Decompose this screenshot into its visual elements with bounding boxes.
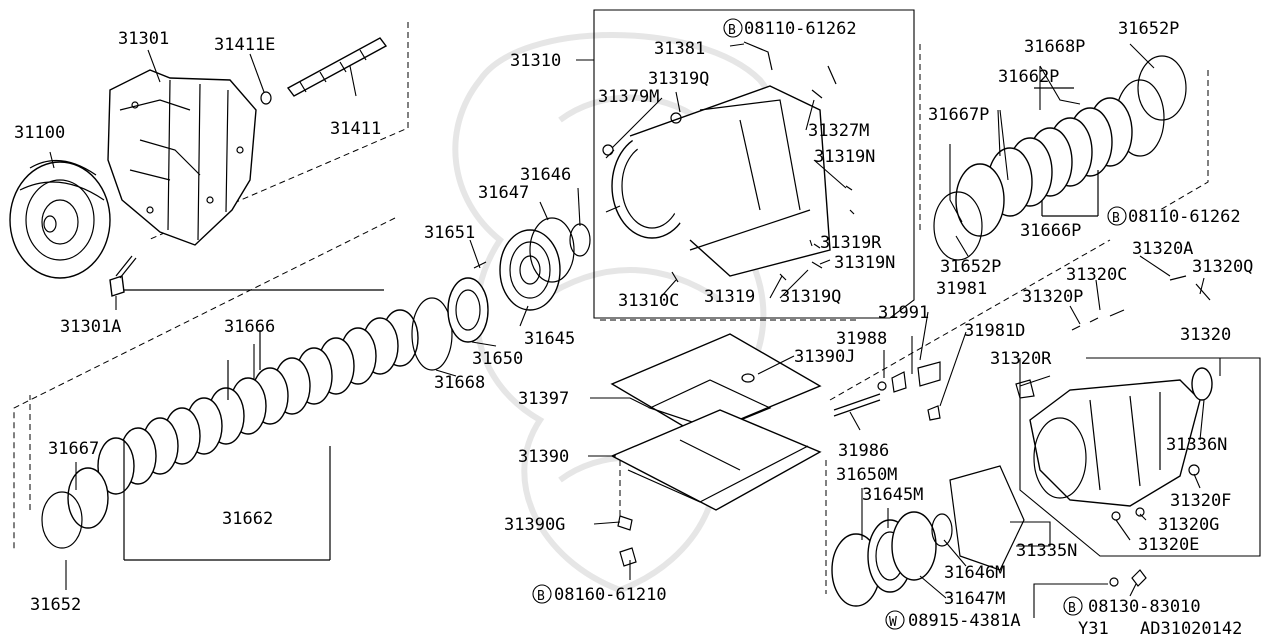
input-shaft [260, 37, 388, 105]
label-31411E: 31411E [214, 35, 275, 55]
bolt-badge-icon: B [728, 23, 736, 38]
label-31645: 31645 [524, 329, 575, 349]
label-31379M: 31379M [598, 87, 659, 107]
label-31320Q: 31320Q [1192, 257, 1253, 277]
label-31666: 31666 [224, 317, 275, 337]
label-31652: 31652 [30, 595, 81, 615]
bolt-badge-icon: B [1068, 601, 1076, 616]
label-08915-4381A: 08915-4381A [908, 611, 1021, 631]
housing-bolt [109, 255, 137, 297]
rear-servo-group [831, 465, 1147, 607]
label-31647M: 31647M [944, 589, 1005, 609]
oil-pan [610, 333, 822, 567]
label-31645M: 31645M [862, 485, 923, 505]
label-31667: 31667 [48, 439, 99, 459]
label-31986: 31986 [838, 441, 889, 461]
label-31397: 31397 [518, 389, 569, 409]
label-31662: 31662 [222, 509, 273, 529]
label-model: Y31 [1078, 619, 1109, 638]
converter-housing [107, 69, 257, 246]
badges: B B B W B [532, 18, 1127, 630]
label-31301A: 31301A [60, 317, 121, 337]
extension-housing [1015, 275, 1213, 521]
label-31650: 31650 [472, 349, 523, 369]
label-08110-61262-right: 08110-61262 [1128, 207, 1241, 227]
label-31100: 31100 [14, 123, 65, 143]
label-31668: 31668 [434, 373, 485, 393]
label-31666P: 31666P [1020, 221, 1081, 241]
label-31320: 31320 [1180, 325, 1231, 345]
label-08110-61262-top: 08110-61262 [744, 19, 857, 39]
label-31390: 31390 [518, 447, 569, 467]
label-31327M: 31327M [808, 121, 869, 141]
label-31301: 31301 [118, 29, 169, 49]
frames [593, 9, 1261, 557]
label-31336N: 31336N [1166, 435, 1227, 455]
label-31319: 31319 [704, 287, 755, 307]
torque-converter [9, 159, 111, 279]
clutch-plate-stack-right [933, 55, 1187, 261]
label-31647: 31647 [478, 183, 529, 203]
label-31652P-top: 31652P [1118, 19, 1179, 39]
label-31662P: 31662P [998, 67, 1059, 87]
label-31320C: 31320C [1066, 265, 1127, 285]
label-08160-61210: 08160-61210 [554, 585, 667, 605]
detent-parts [833, 361, 941, 421]
label-31320A: 31320A [1132, 239, 1193, 259]
label-31988: 31988 [836, 329, 887, 349]
label-31646: 31646 [520, 165, 571, 185]
label-31650M: 31650M [836, 465, 897, 485]
label-31667P: 31667P [928, 105, 989, 125]
label-31319Q-bottom: 31319Q [780, 287, 841, 307]
part-labels: 31301 31411E 31411 31100 31301A 31666 31… [14, 19, 1253, 638]
label-31335N: 31335N [1016, 541, 1077, 561]
label-31319N-top: 31319N [814, 147, 875, 167]
label-31319R: 31319R [820, 233, 882, 253]
washer-badge-icon: W [889, 615, 897, 630]
label-31310: 31310 [510, 51, 561, 71]
label-31991: 31991 [878, 303, 929, 323]
bolt-badge-icon: B [1112, 211, 1120, 226]
label-diagram-code: AD31020142 [1140, 619, 1242, 638]
transmission-case [602, 41, 855, 283]
label-31320G: 31320G [1158, 515, 1219, 535]
label-31320F: 31320F [1170, 491, 1231, 511]
clutch-drum-group [411, 217, 591, 371]
label-31310C: 31310C [618, 291, 679, 311]
label-31390G: 31390G [504, 515, 565, 535]
label-31646M: 31646M [944, 563, 1005, 583]
label-31651: 31651 [424, 223, 475, 243]
label-31319N-bottom: 31319N [834, 253, 895, 273]
bolt-badge-icon: B [537, 589, 545, 604]
assembly-outlines [13, 22, 1209, 594]
label-31390J: 31390J [794, 347, 855, 367]
label-31652P-bottom: 31652P [940, 257, 1001, 277]
label-31320P: 31320P [1022, 287, 1083, 307]
label-31411: 31411 [330, 119, 381, 139]
label-31381: 31381 [654, 39, 705, 59]
label-08130-83010: 08130-83010 [1088, 597, 1201, 617]
label-31981: 31981 [936, 279, 987, 299]
label-31320E: 31320E [1138, 535, 1199, 555]
leader-lines [49, 43, 1221, 618]
label-31320R: 31320R [990, 349, 1052, 369]
label-31981D: 31981D [964, 321, 1025, 341]
label-31668P: 31668P [1024, 37, 1085, 57]
label-31319Q-top: 31319Q [648, 69, 709, 89]
clutch-plate-stack-left [41, 289, 419, 561]
